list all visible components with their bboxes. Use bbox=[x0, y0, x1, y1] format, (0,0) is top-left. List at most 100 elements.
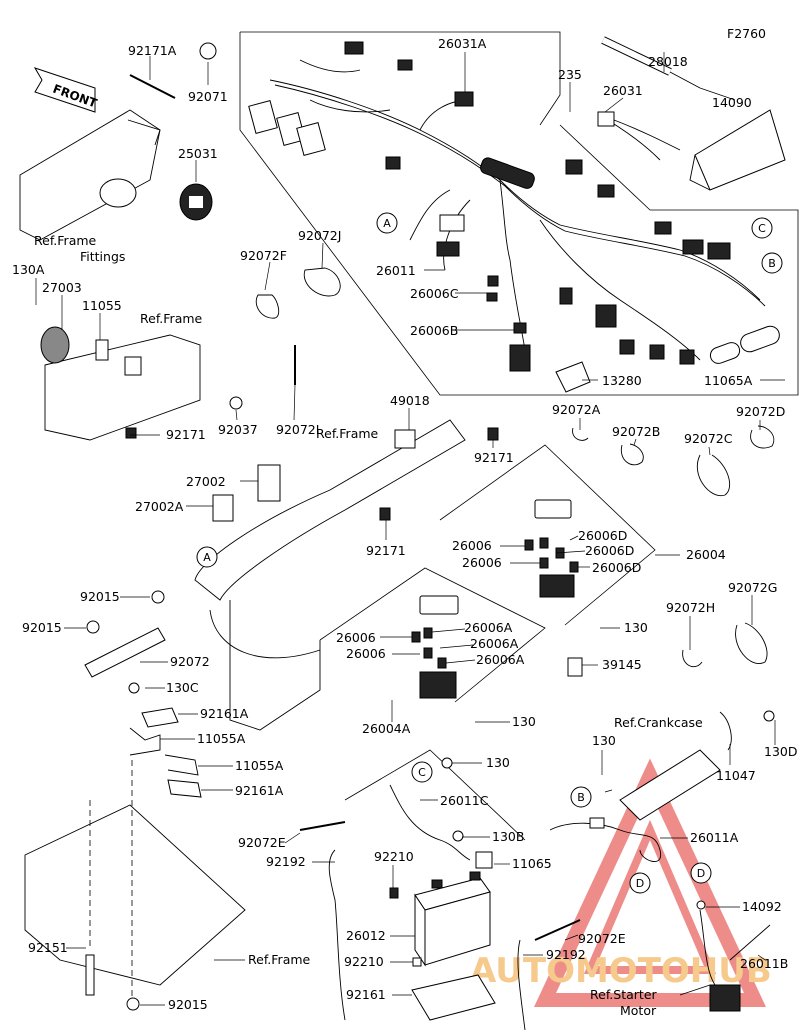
harness-box-outline bbox=[240, 31, 561, 126]
label-27002A: 27002A bbox=[135, 499, 184, 514]
label-130-battery: 130 bbox=[486, 755, 510, 770]
front-arrow: FRONT bbox=[33, 67, 100, 113]
label-26006-a: 26006 bbox=[452, 538, 492, 553]
label-13280: 13280 bbox=[602, 373, 642, 388]
label-26006B: 26006B bbox=[410, 323, 458, 338]
label-130-crank: 130 bbox=[592, 733, 616, 748]
label-26006A-b: 26006A bbox=[470, 636, 519, 651]
label-92072B: 92072B bbox=[612, 424, 660, 439]
label-14092: 14092 bbox=[742, 899, 782, 914]
ref-frame-1: Ref.Frame bbox=[140, 311, 203, 326]
pad-92161A-upper bbox=[141, 707, 179, 728]
label-92072E-b: 92072E bbox=[578, 931, 626, 946]
part-92037 bbox=[229, 396, 243, 410]
ref-crankcase: Ref.Crankcase bbox=[614, 715, 703, 730]
leader-lines bbox=[35, 52, 785, 1006]
part-92210-lower bbox=[412, 957, 422, 967]
label-92072I: 92072I bbox=[276, 422, 319, 437]
crankcase-drawing bbox=[619, 710, 775, 821]
watermark-text: AUTOMOTOHUB bbox=[470, 951, 772, 991]
label-92072F: 92072F bbox=[240, 248, 287, 263]
label-14090: 14090 bbox=[712, 95, 752, 110]
svg-text:B: B bbox=[577, 791, 585, 804]
fusebox-26004A-outline bbox=[319, 567, 546, 703]
diagram-id: F2760 bbox=[727, 26, 766, 41]
clamp-92072B bbox=[620, 443, 644, 466]
svg-text:C: C bbox=[418, 766, 426, 779]
labels: F2760 92171A 92071 25031 Ref.Frame Fitti… bbox=[12, 26, 797, 1018]
svg-text:C: C bbox=[758, 222, 766, 235]
main-wire-harness bbox=[248, 41, 780, 393]
part-14090 bbox=[689, 109, 786, 191]
label-92171-center: 92171 bbox=[366, 543, 406, 558]
fusebox-26004 bbox=[524, 499, 579, 598]
label-39145: 39145 bbox=[602, 657, 642, 672]
bracket-11055A-lower bbox=[164, 754, 199, 776]
clamp-92072C bbox=[696, 454, 730, 497]
mat-92161 bbox=[411, 974, 496, 1021]
tie-92072E-upper bbox=[299, 821, 346, 831]
label-130B: 130B bbox=[492, 829, 524, 844]
label-26006A-a: 26006A bbox=[464, 620, 513, 635]
label-92210-a: 92210 bbox=[374, 849, 414, 864]
center-frame-drawing bbox=[194, 419, 499, 731]
part-92171A bbox=[129, 74, 176, 99]
callout-A-top: A bbox=[376, 212, 398, 234]
ref-starter-1: Ref.Starter bbox=[590, 987, 658, 1002]
callout-D-right: D bbox=[690, 862, 712, 884]
label-26006D-b: 26006D bbox=[585, 543, 634, 558]
label-27002: 27002 bbox=[186, 474, 226, 489]
horn-frame-drawing bbox=[40, 326, 201, 441]
cable-26011A bbox=[549, 817, 662, 862]
tie-92072E-lower bbox=[534, 919, 581, 941]
callout-B-top: B bbox=[761, 252, 783, 274]
clamp-92072J bbox=[303, 267, 341, 297]
label-92072E-a: 92072E bbox=[238, 835, 286, 850]
label-92072A: 92072A bbox=[552, 402, 601, 417]
label-26006-b: 26006 bbox=[462, 555, 502, 570]
part-26031 bbox=[597, 111, 681, 161]
label-11065: 11065 bbox=[512, 856, 552, 871]
svg-text:A: A bbox=[203, 551, 211, 564]
clamp-92072D bbox=[750, 425, 775, 449]
svg-text:D: D bbox=[636, 877, 644, 890]
label-26006-c: 26006 bbox=[336, 630, 376, 645]
label-92192-a: 92192 bbox=[266, 854, 306, 869]
label-92072H: 92072H bbox=[666, 600, 715, 615]
frame-fittings-drawing bbox=[19, 109, 161, 241]
clamp-92072G bbox=[735, 622, 768, 664]
label-92161: 92161 bbox=[346, 987, 386, 1002]
label-49018: 49018 bbox=[390, 393, 430, 408]
callout-C-battery: C bbox=[411, 761, 433, 783]
label-26004A: 26004A bbox=[362, 721, 411, 736]
bracket-11055A-upper bbox=[129, 727, 161, 756]
label-26006A-c: 26006A bbox=[476, 652, 525, 667]
hose-92192-right bbox=[517, 939, 526, 1031]
label-26011B: 26011B bbox=[740, 956, 788, 971]
label-26011C: 26011C bbox=[440, 793, 489, 808]
label-130-fuseA: 130 bbox=[512, 714, 536, 729]
bracket-92072 bbox=[84, 590, 166, 694]
label-92015-c: 92015 bbox=[168, 997, 208, 1012]
label-11055A-b: 11055A bbox=[235, 758, 284, 773]
label-92210-b: 92210 bbox=[344, 954, 384, 969]
label-92037: 92037 bbox=[218, 422, 258, 437]
label-26011: 26011 bbox=[376, 263, 416, 278]
part-28018 bbox=[601, 36, 701, 89]
label-92171A: 92171A bbox=[128, 43, 177, 58]
svg-text:B: B bbox=[768, 257, 776, 270]
label-92072C: 92072C bbox=[684, 431, 733, 446]
label-11065A: 11065A bbox=[704, 373, 753, 388]
label-26006C: 26006C bbox=[410, 286, 459, 301]
part-11065 bbox=[475, 851, 493, 869]
ref-frame-3: Ref.Frame bbox=[248, 952, 311, 967]
callout-B-crankcase: B bbox=[570, 786, 592, 808]
hose-92192-left bbox=[328, 849, 346, 1021]
label-92072: 92072 bbox=[170, 654, 210, 669]
callout-C-top: C bbox=[751, 217, 773, 239]
label-92015-a: 92015 bbox=[80, 589, 120, 604]
lower-frame-drawing bbox=[24, 760, 246, 1011]
ref-starter-2: Motor bbox=[620, 1003, 657, 1018]
